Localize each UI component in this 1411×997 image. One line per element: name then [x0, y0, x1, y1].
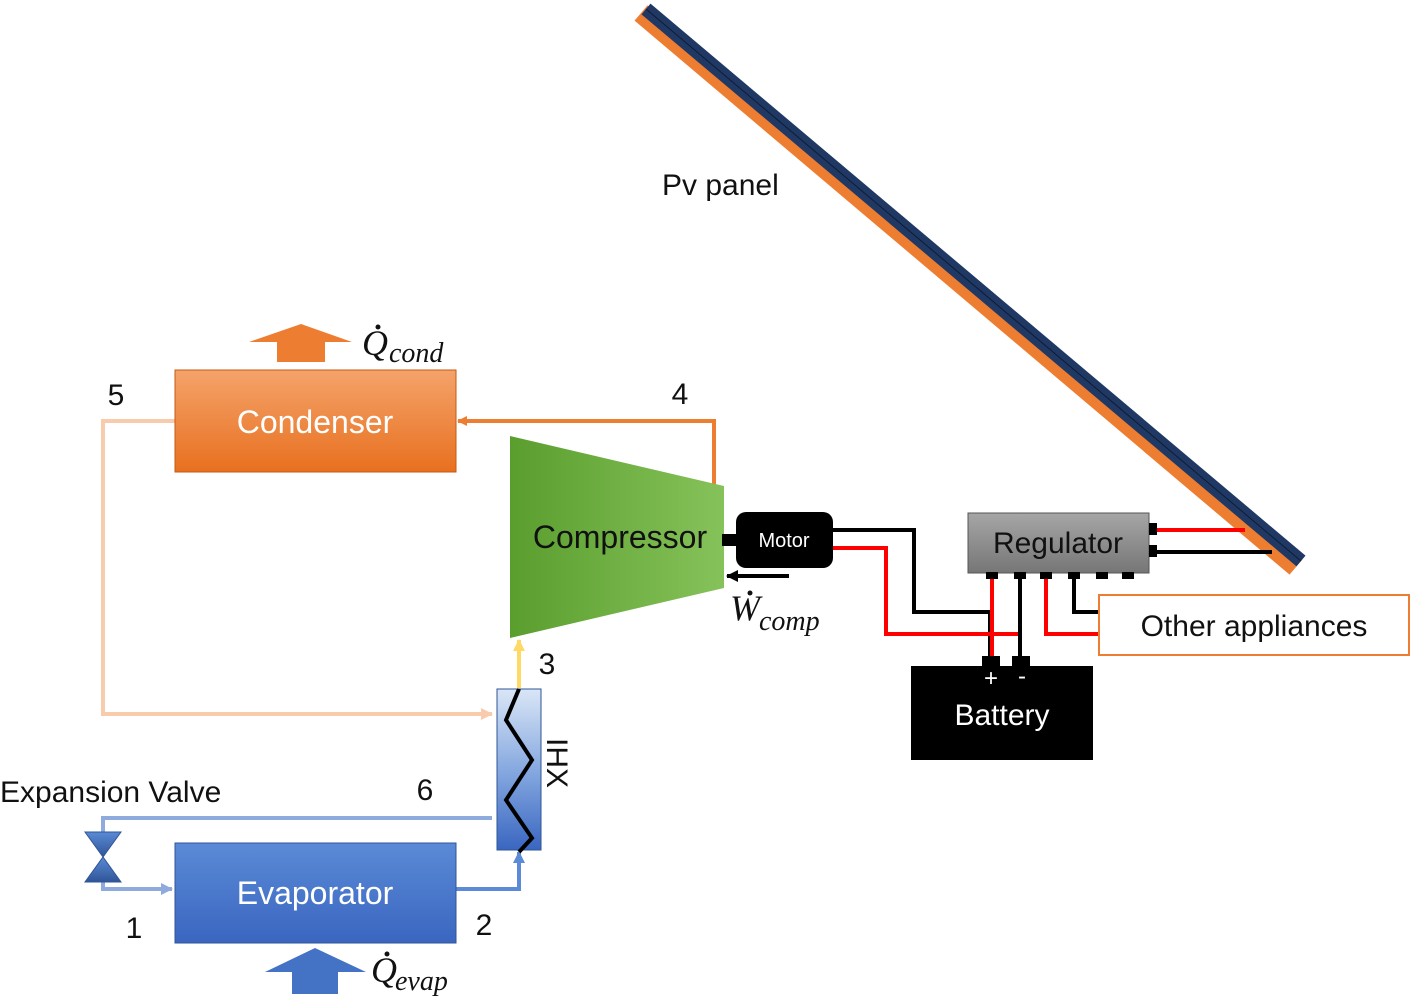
- w-comp-subscript: comp: [759, 606, 820, 637]
- q-cond-subscript: cond: [389, 338, 444, 369]
- q-evap-arrow: [265, 948, 366, 994]
- expansion-valve: [84, 831, 122, 883]
- electrical-wiring: [832, 528, 1272, 660]
- other-appliances-box: [1098, 594, 1410, 656]
- ihx-coil: [503, 688, 535, 854]
- compressor-label: Compressor: [533, 519, 708, 555]
- w-comp-symbol: W: [730, 588, 763, 628]
- regulator: [967, 512, 1157, 579]
- condenser-label: Condenser: [237, 404, 394, 440]
- motor: [736, 512, 833, 568]
- motor-label: Motor: [758, 530, 809, 552]
- compressor-shaft: [722, 534, 740, 546]
- state-point-5: 5: [108, 379, 125, 412]
- compressor: [510, 436, 724, 638]
- refrigerant-lines: [101, 416, 716, 895]
- state-point-4: 4: [672, 378, 689, 411]
- expansion-valve-label: Expansion Valve: [0, 776, 221, 809]
- ihx: [496, 688, 542, 851]
- state-point-2: 2: [476, 909, 493, 942]
- q-evap-label: Q evap: [371, 950, 448, 997]
- condenser: [174, 369, 457, 473]
- q-evap-symbol: Q: [371, 950, 397, 990]
- w-comp-label: W comp: [730, 588, 820, 637]
- battery-plus-terminal: +: [984, 665, 998, 692]
- battery-label: Battery: [954, 699, 1049, 732]
- ihx-label: IHX: [540, 738, 573, 788]
- other-appliances-label: Other appliances: [1141, 610, 1368, 643]
- pv-panel: [634, 3, 1306, 575]
- state-point-1: 1: [126, 912, 143, 945]
- pv-panel-label: Pv panel: [662, 169, 779, 202]
- battery: [911, 656, 1093, 760]
- regulator-label: Regulator: [993, 527, 1123, 560]
- state-point-6: 6: [417, 774, 434, 807]
- evaporator-label: Evaporator: [237, 875, 394, 911]
- q-evap-subscript: evap: [395, 966, 448, 997]
- q-cond-label: Q cond: [362, 323, 444, 369]
- q-cond-arrow: [249, 324, 352, 362]
- battery-minus-terminal: -: [1018, 663, 1026, 690]
- evaporator: [174, 842, 457, 944]
- q-cond-symbol: Q: [362, 323, 388, 363]
- state-point-3: 3: [539, 648, 556, 681]
